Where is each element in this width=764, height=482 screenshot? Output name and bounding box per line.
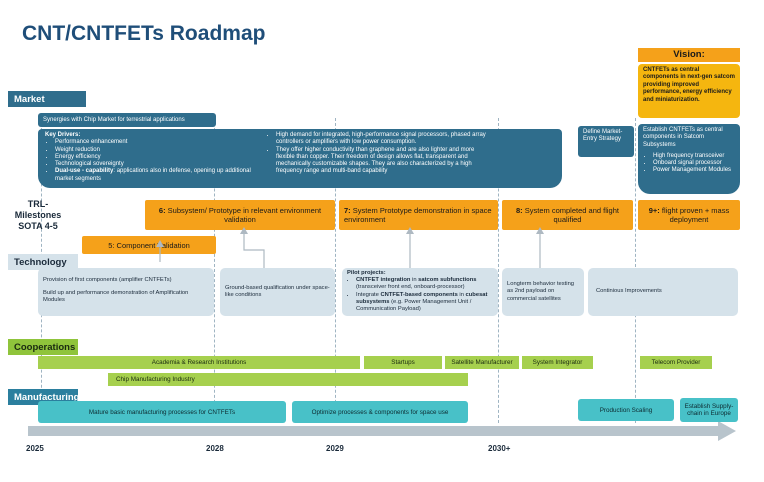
year-label: 2028 <box>206 444 224 453</box>
coop-integrator: System Integrator <box>522 356 593 369</box>
milestone-5: 5: Component Validation <box>82 236 216 254</box>
coop-startups: Startups <box>364 356 442 369</box>
mfg-mature-processes: Mature basic manufacturing processes for… <box>38 401 286 423</box>
milestone-7: 7: System Prototype demonstration in spa… <box>339 200 498 230</box>
vision-header: Vision: <box>638 48 740 62</box>
establish-item: High frequency transceiver <box>653 153 735 160</box>
year-guide-2028 <box>214 118 215 423</box>
demand-item: They offer higher conductivity than grap… <box>276 147 486 176</box>
mfg-scaling: Production Scaling <box>578 399 674 421</box>
arrow-head <box>156 240 164 247</box>
mfg-supply-chain: Establish Supply-chain in Europe <box>680 398 738 422</box>
pilot-item: CNTFET integration in satcom subfunction… <box>356 277 493 291</box>
establish-item: Power Management Modules <box>653 167 735 174</box>
year-guide-2029 <box>335 118 336 423</box>
arrow-head <box>536 227 544 234</box>
arrow-head <box>406 227 414 234</box>
connector-tech2-m6 <box>243 232 265 268</box>
page-title: CNT/CNTFETs Roadmap <box>22 22 266 45</box>
driver-item: Performance enhancement <box>55 139 265 146</box>
driver-item: Weight reduction <box>55 147 265 154</box>
establish-panel: Establish CNTFETs as central components … <box>638 124 740 194</box>
section-technology: Technology <box>8 254 78 270</box>
tech-first-components: Provision of first components (amplifier… <box>38 268 214 316</box>
milestone-6: 6: Subsystem/ Prototype in relevant envi… <box>145 200 335 230</box>
driver-item-dual-use: Dual-use - capability: applications also… <box>55 168 265 183</box>
market-synergies: Synergies with Chip Market for terrestri… <box>38 113 216 127</box>
tech-longterm-testing: Longterm behavior testing as 2nd payload… <box>502 268 584 316</box>
market-drivers-panel: Key Drivers: Performance enhancement Wei… <box>38 129 562 188</box>
milestone-9: 9+: flight proven + mass deployment <box>638 200 740 230</box>
market-demand: High demand for integrated, high-perform… <box>266 132 486 176</box>
tech-ground-qualification: Ground-based qualification under space-l… <box>220 268 335 316</box>
section-cooperations: Cooperations <box>8 339 78 355</box>
demand-item: High demand for integrated, high-perform… <box>276 132 486 147</box>
vision-body: CNTFETs as central components in next-ge… <box>638 64 740 118</box>
section-market: Market <box>8 91 86 107</box>
define-strategy: Define Market-Entry Strategy <box>578 126 634 157</box>
mfg-optimize: Optimize processes & components for spac… <box>292 401 468 423</box>
coop-chip-industry: Chip Manufacturing Industry <box>108 373 468 386</box>
key-drivers: Key Drivers: Performance enhancement Wei… <box>45 132 265 183</box>
year-label: 2025 <box>26 444 44 453</box>
coop-academia: Academia & Research Institutions <box>38 356 360 369</box>
driver-item: Technological sovereignty <box>55 161 265 168</box>
coop-satellite: Satellite Manufacturer <box>445 356 519 369</box>
year-label: 2029 <box>326 444 344 453</box>
timeline-arrow <box>28 421 736 441</box>
driver-item: Energy efficiency <box>55 154 265 161</box>
arrow-head <box>240 227 248 234</box>
coop-telecom: Telecom Provider <box>640 356 712 369</box>
milestone-8: 8: System completed and flight qualified <box>502 200 633 230</box>
trl-label: TRL- Milestones SOTA 4-5 <box>14 199 62 231</box>
pilot-item: Integrate CNTFET-based components in cub… <box>356 292 493 314</box>
year-guide-2030 <box>498 118 499 423</box>
year-label: 2030+ <box>488 444 511 453</box>
tech-pilot-projects: Pilot projects: CNTFET integration in sa… <box>342 268 498 316</box>
establish-item: Onboard signal processor <box>653 160 735 167</box>
tech-continuous-improvements: Continious Improvements <box>588 268 738 316</box>
